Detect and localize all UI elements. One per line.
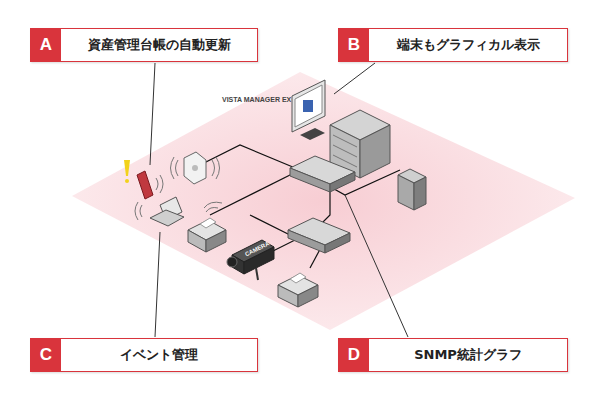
network-ground	[72, 72, 575, 330]
callout-box: B端末もグラフィカル表示	[338, 28, 568, 62]
leader-lines	[150, 63, 408, 337]
wireless-ap	[171, 152, 220, 184]
product-logo: VISTA MANAGER EX	[222, 96, 291, 103]
callout-letter: A	[31, 29, 61, 61]
callout-letter: D	[339, 339, 369, 371]
monitor-pc	[292, 80, 325, 140]
callout-text: SNMP統計グラフ	[369, 346, 567, 364]
printer	[278, 273, 318, 307]
callout-text: イベント管理	[61, 346, 257, 364]
camera	[227, 240, 274, 280]
callout-text: 端末もグラフィカル表示	[369, 36, 567, 54]
callout-box: DSNMP統計グラフ	[338, 338, 568, 372]
tower-server	[398, 169, 426, 210]
network-switch	[290, 156, 355, 192]
callout-text: 資産管理台帳の自動更新	[61, 36, 257, 54]
mobile-phone	[124, 160, 163, 199]
callout-letter: C	[31, 339, 61, 371]
callout-box: A資産管理台帳の自動更新	[30, 28, 258, 62]
callout-box: Cイベント管理	[30, 338, 258, 372]
printer	[188, 202, 226, 252]
callout-letter: B	[339, 29, 369, 61]
laptop	[135, 197, 184, 226]
network-switch	[288, 218, 350, 253]
